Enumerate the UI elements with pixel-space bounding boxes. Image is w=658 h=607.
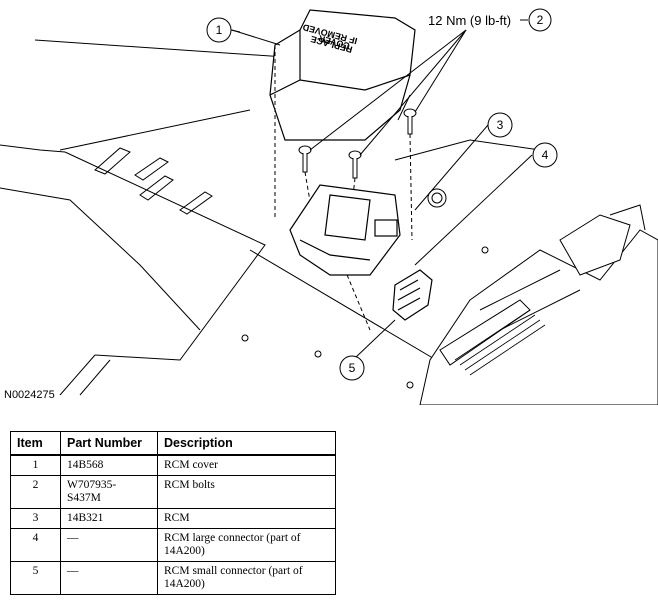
table-row: 1 14B568 RCM cover [10,454,336,476]
parts-table: Item Part Number Description 1 14B568 RC… [10,431,336,595]
part-number-line: 14B568 [67,459,104,471]
figure-id: N0024275 [4,389,55,401]
description-line: RCM cover [164,459,218,471]
table-row: 2 W707935-S437M RCM bolts [10,475,336,509]
part-number-line: — [67,532,79,544]
header-part-number: Part Number [60,431,158,456]
part-number-line: W707935- [67,479,117,491]
cell-part-number: 14B321 [60,508,158,529]
description-line: 14A200) [164,545,205,557]
part-number-line: — [67,565,79,577]
cell-part-number: W707935-S437M [60,475,158,509]
part-number-line: 14B321 [67,512,104,524]
cell-item: 5 [10,561,61,595]
exploded-view-illustration: REPLACE COVER IF REMOVED [0,8,658,405]
cell-item: 1 [10,454,61,476]
callout-3-label: 3 [497,118,504,132]
description-line: 14A200) [164,578,205,590]
description-line: RCM bolts [164,479,215,491]
table-header-row: Item Part Number Description [10,431,336,456]
torque-spec-label: 12 Nm (9 lb-ft) [428,13,511,28]
description-line: RCM [164,512,190,524]
header-item: Item [10,431,61,456]
callout-2-label: 2 [537,13,544,27]
description-line: RCM large connector (part of [164,532,301,544]
cell-part-number: — [60,561,158,595]
callout-4-label: 4 [542,148,549,162]
callout-2-circle [528,8,552,32]
part-number-line: S437M [67,492,101,504]
cell-part-number: 14B568 [60,454,158,476]
callout-4-circle [532,142,558,168]
callout-3-circle [487,112,513,138]
cell-description: RCM [157,508,336,529]
header-description: Description [157,431,336,456]
description-line: RCM small connector (part of [164,565,303,577]
callout-1-label: 1 [216,23,223,37]
callout-5-label: 5 [349,361,356,375]
cell-description: RCM bolts [157,475,336,509]
table-row: 3 14B321 RCM [10,508,336,529]
cell-item: 3 [10,508,61,529]
callout-5-circle [339,355,365,381]
cell-item: 4 [10,528,61,562]
cell-description: RCM cover [157,454,336,476]
cell-item: 2 [10,475,61,509]
cell-part-number: — [60,528,158,562]
